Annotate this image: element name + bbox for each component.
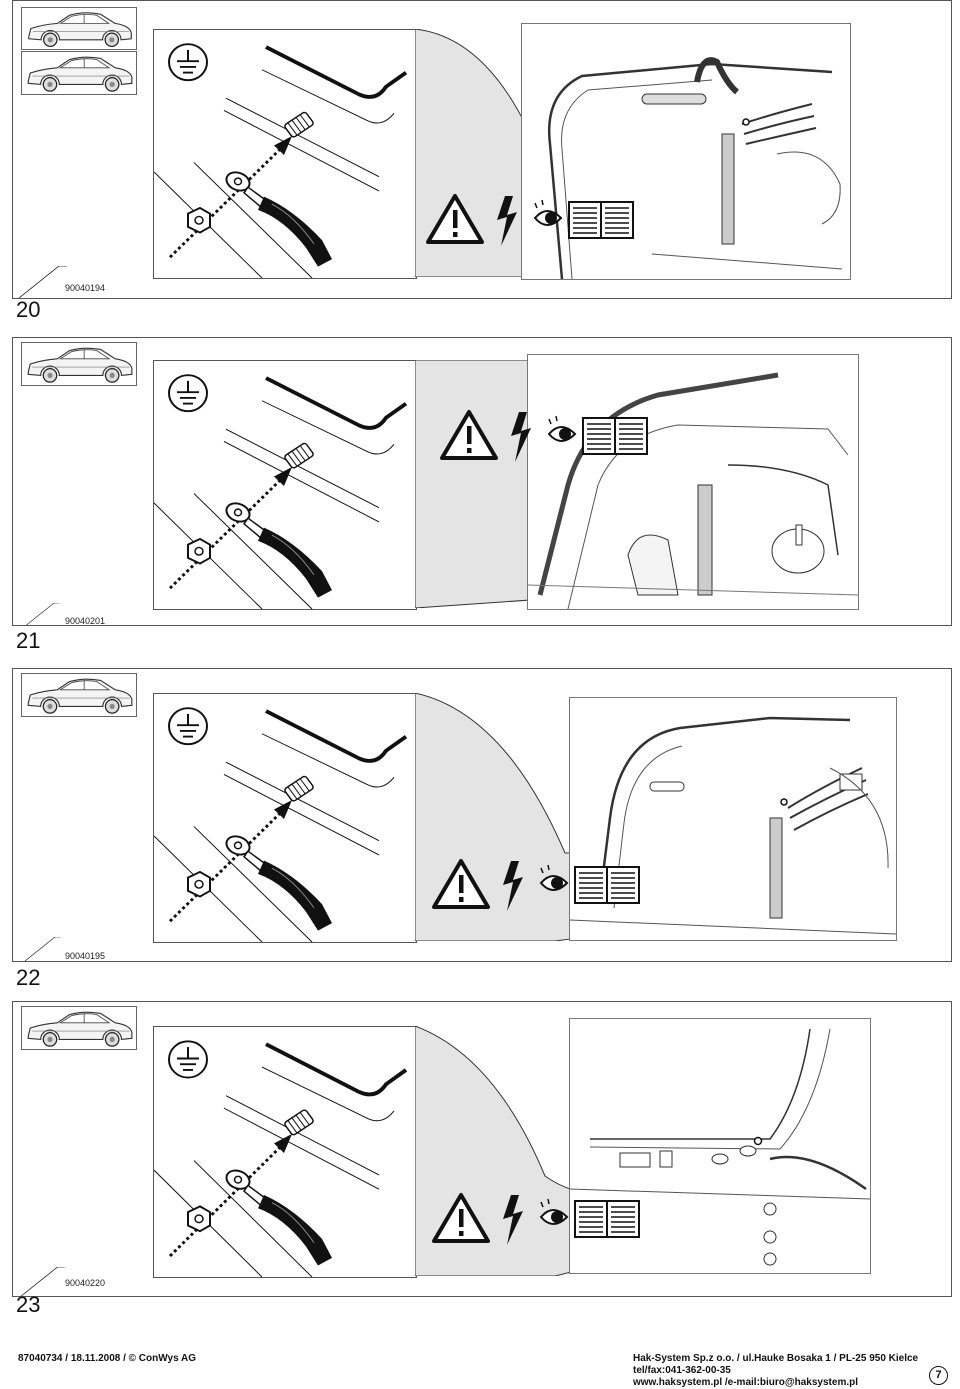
company-phone: tel/fax:041-362-00-35 (633, 1365, 731, 1376)
part-code: 90040195 (65, 951, 106, 961)
vehicle-thumbnail-convertible (21, 1006, 137, 1050)
step-tab-marker (13, 266, 73, 298)
part-code: 90040194 (65, 283, 106, 293)
ground-connection-detail (153, 360, 417, 610)
document-reference: 87040734 / 18.11.2008 / © ConWys AG (18, 1353, 197, 1364)
company-web-email: www.haksystem.pl /e-mail:biuro@haksystem… (633, 1377, 859, 1388)
step-number: 23 (16, 1292, 41, 1317)
step-panel-23: 23 90040220 (12, 1001, 952, 1317)
step-panel-22: 22 90040195 (12, 668, 952, 990)
installation-photo (527, 354, 859, 610)
part-code: 90040201 (65, 616, 106, 626)
safety-pictograms (425, 190, 635, 250)
page-number: 7 (929, 1366, 948, 1385)
installation-photo (521, 23, 851, 280)
safety-pictograms (439, 406, 649, 466)
ground-connection-detail (153, 693, 417, 943)
vehicle-thumbnail-sedan (21, 7, 137, 50)
safety-pictograms (431, 855, 641, 915)
step-tab-marker (13, 937, 73, 961)
installation-photo (569, 697, 897, 941)
step-tab-marker (13, 603, 73, 625)
step-panel-21: 21 90040201 (12, 337, 952, 653)
step-number: 22 (16, 965, 41, 990)
part-code: 90040220 (65, 1278, 106, 1288)
vehicle-thumbnail-coupe (21, 342, 137, 386)
vehicle-thumbnail-estate (21, 673, 137, 717)
step-panel-20: 20 90040194 (12, 0, 952, 322)
ground-connection-detail (153, 1026, 417, 1278)
safety-pictograms (431, 1189, 641, 1249)
vehicle-thumbnail-coupe (21, 51, 137, 95)
step-number: 21 (16, 628, 41, 653)
step-number: 20 (16, 297, 41, 322)
company-contact: Hak-System Sp.z o.o. / ul.Hauke Bosaka 1… (633, 1353, 918, 1389)
company-address: Hak-System Sp.z o.o. / ul.Hauke Bosaka 1… (633, 1353, 919, 1364)
ground-connection-detail (153, 29, 417, 279)
